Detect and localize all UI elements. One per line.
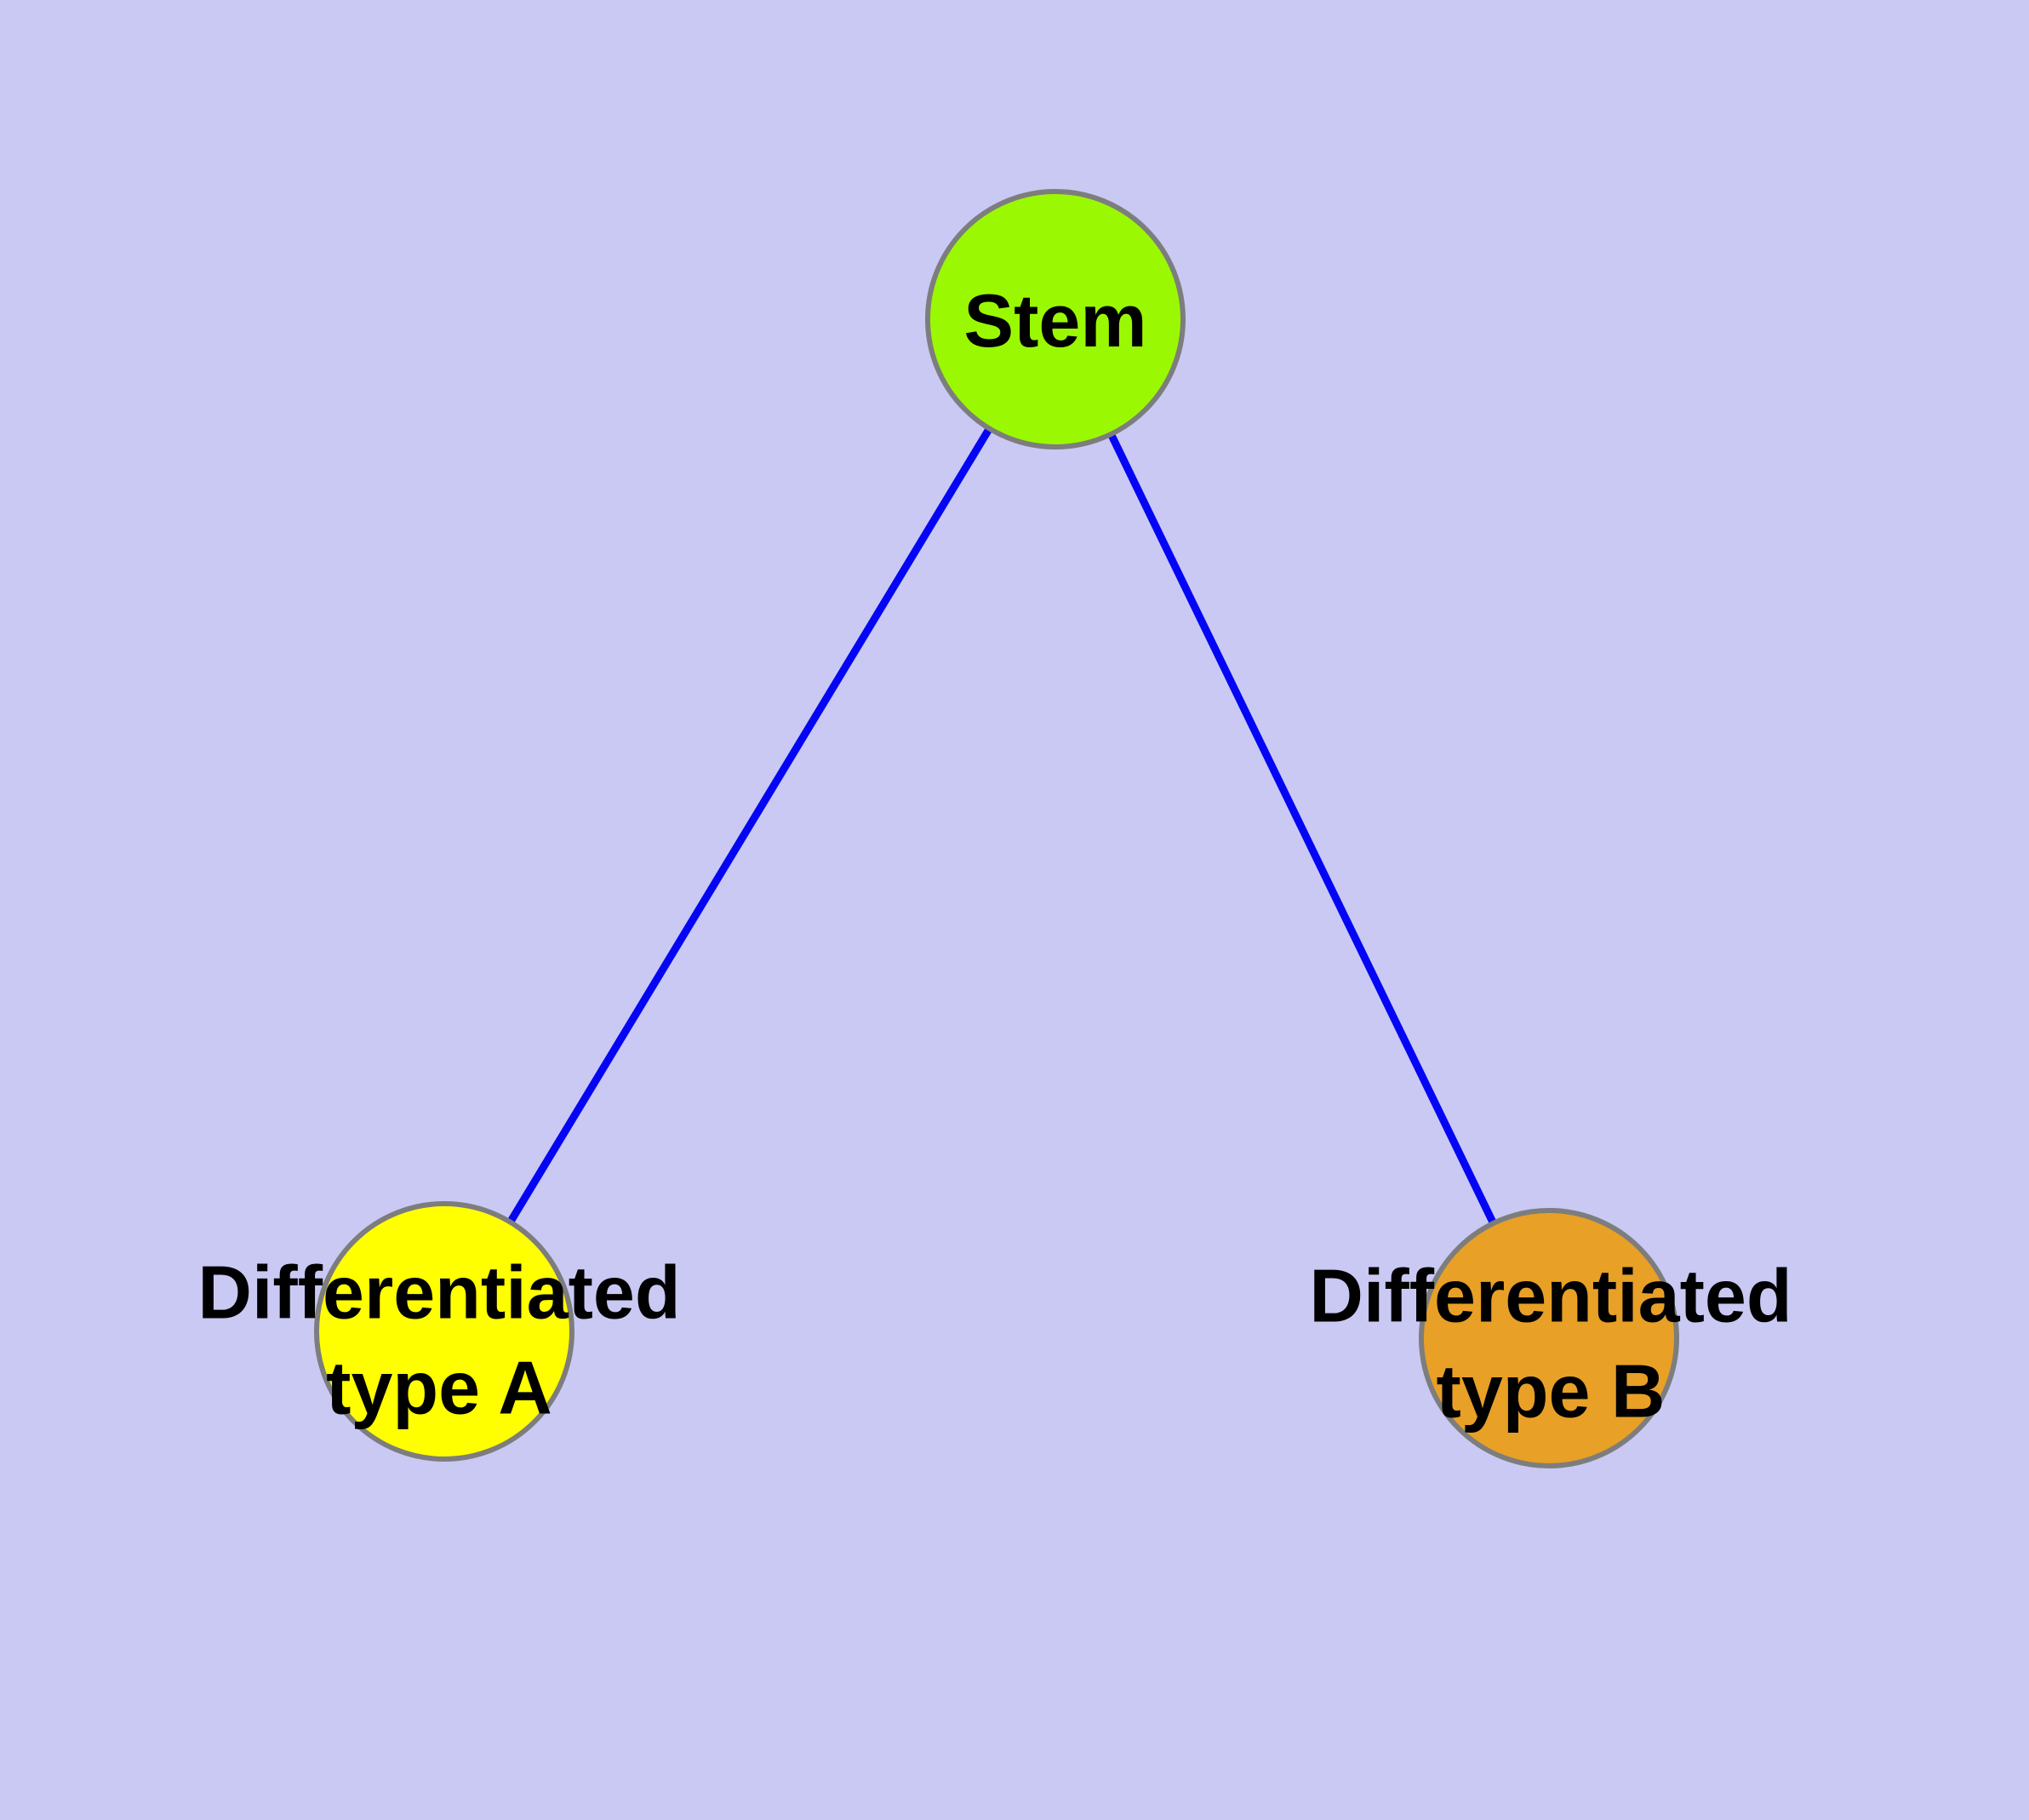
- node-type-a[interactable]: [314, 1201, 574, 1462]
- node-stem[interactable]: [925, 189, 1186, 449]
- edge-stem-to-type-b[interactable]: [1051, 318, 1553, 1340]
- node-type-b[interactable]: [1419, 1208, 1679, 1468]
- edge-stem-to-type-a[interactable]: [441, 317, 1059, 1334]
